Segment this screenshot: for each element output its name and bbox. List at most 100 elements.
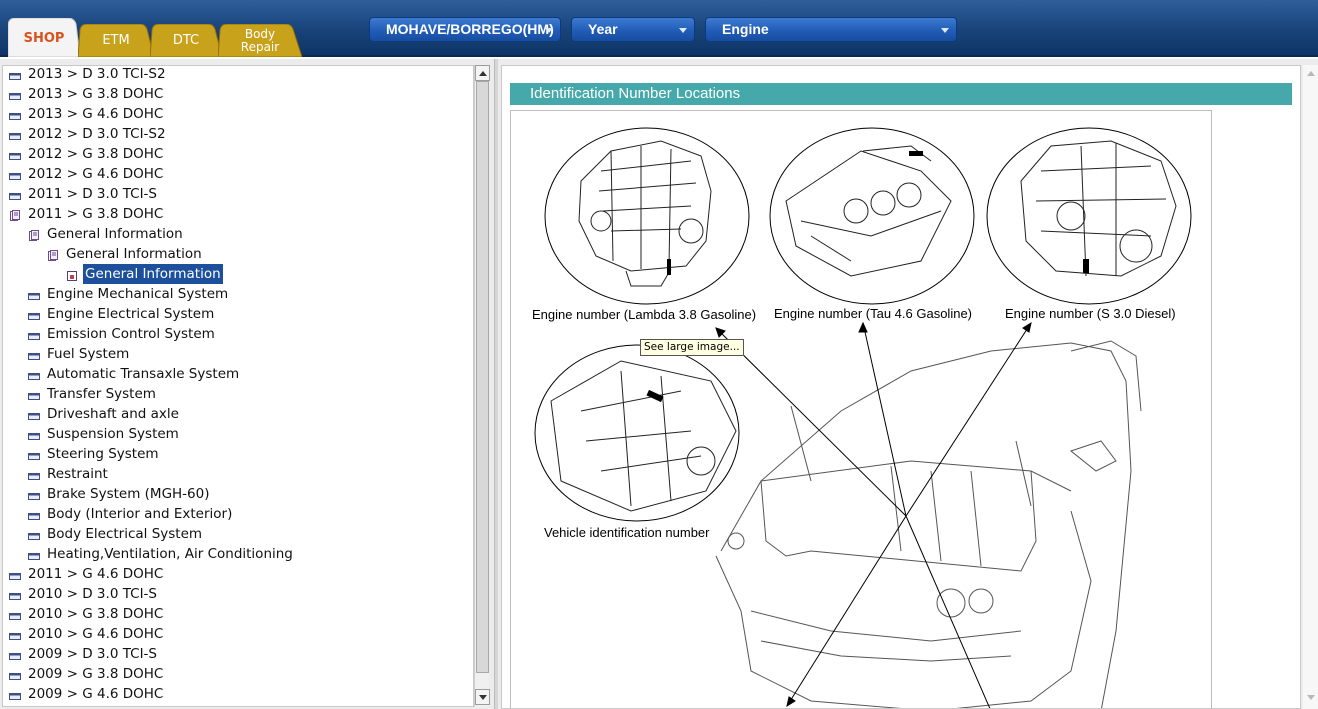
- book-closed-icon: [28, 488, 40, 500]
- book-closed-icon: [9, 168, 21, 180]
- book-closed-icon: [28, 408, 40, 420]
- tree-item-label: General Information: [47, 226, 183, 242]
- book-closed-icon: [28, 448, 40, 460]
- top-toolbar: SHOP ETM DTC Body Repair MOHAVE/BORREGO(…: [0, 0, 1318, 57]
- document-view: Identification Number Locations: [501, 65, 1301, 709]
- book-closed-icon: [9, 108, 21, 120]
- tree-item-label: Engine Mechanical System: [47, 286, 229, 302]
- tab-etm[interactable]: ETM: [78, 24, 154, 57]
- chevron-down-icon: [545, 28, 553, 33]
- tab-body-repair-label: Body Repair: [240, 27, 280, 54]
- book-closed-icon: [9, 188, 21, 200]
- book-closed-icon: [28, 368, 40, 380]
- book-closed-icon: [9, 608, 21, 620]
- tree-item-label: 2013 > G 3.8 DOHC: [28, 86, 164, 102]
- tree-item-label: 2011 > D 3.0 TCI-S: [28, 186, 158, 202]
- tree-item-label: Brake System (MGH-60): [47, 486, 210, 502]
- tree-item-label: 2012 > G 3.8 DOHC: [28, 146, 164, 162]
- arrow-up-icon[interactable]: [1307, 71, 1315, 76]
- tree-item-label: Emission Control System: [47, 326, 215, 342]
- book-closed-icon: [9, 148, 21, 160]
- tab-shop-label: SHOP: [23, 31, 65, 46]
- tree-item-label: Body Electrical System: [47, 526, 203, 542]
- year-select[interactable]: Year: [571, 17, 695, 42]
- page-icon: [66, 268, 78, 281]
- year-select-value: Year: [588, 21, 618, 37]
- engine-select[interactable]: Engine: [705, 17, 957, 42]
- book-closed-icon: [28, 548, 40, 560]
- caption-diesel-engine: Engine number (S 3.0 Diesel): [1005, 306, 1176, 321]
- book-closed-icon: [9, 648, 21, 660]
- book-closed-icon: [28, 508, 40, 520]
- manual-tree: 2013 > D 3.0 TCI-S2 2013 > G 3.8 DOHC 2013…: [2, 65, 474, 707]
- tree-item-label: Body (Interior and Exterior): [47, 506, 233, 522]
- tree-item-label: Suspension System: [47, 426, 179, 442]
- arrow-up-icon: [479, 71, 487, 76]
- tree-item-label: 2013 > G 4.6 DOHC: [28, 106, 164, 122]
- book-open-icon: [28, 228, 40, 241]
- model-select[interactable]: MOHAVE/BORREGO(HM): [369, 17, 561, 42]
- book-closed-icon: [28, 468, 40, 480]
- tree-item-label: 2009 > D 3.0 TCI-S: [28, 646, 158, 662]
- book-closed-icon: [9, 688, 21, 700]
- tree-item-label: 2011 > G 4.6 DOHC: [28, 566, 164, 582]
- caption-vin: Vehicle identification number: [544, 525, 710, 540]
- tree-item-label: 2012 > G 4.6 DOHC: [28, 166, 164, 182]
- book-closed-icon: [9, 68, 21, 80]
- book-closed-icon: [28, 348, 40, 360]
- document-scrollbar[interactable]: [1303, 65, 1318, 709]
- tab-body-repair[interactable]: Body Repair: [218, 24, 302, 57]
- tree-item-label: Transfer System: [47, 386, 156, 402]
- document-title: Identification Number Locations: [510, 83, 1292, 105]
- book-closed-icon: [9, 88, 21, 100]
- identification-figure[interactable]: Engine number (Lambda 3.8 Gasoline) Engi…: [510, 110, 1212, 708]
- book-closed-icon: [9, 568, 21, 580]
- book-open-icon: [47, 248, 59, 261]
- arrow-down-icon: [479, 695, 487, 700]
- tree-item-label: Engine Electrical System: [47, 306, 215, 322]
- book-closed-icon: [28, 328, 40, 340]
- large-image-tooltip: See large image...: [640, 339, 744, 356]
- book-closed-icon: [28, 288, 40, 300]
- tree-item-label: Automatic Transaxle System: [47, 366, 240, 382]
- vehicle-diagram: [534, 127, 1192, 708]
- caption-lambda-engine: Engine number (Lambda 3.8 Gasoline): [532, 307, 757, 322]
- book-open-icon: [9, 208, 21, 221]
- book-closed-icon: [9, 588, 21, 600]
- tree-item-label: 2010 > G 4.6 DOHC: [28, 626, 164, 642]
- tab-etm-label: ETM: [102, 33, 130, 48]
- tree-item-label: 2010 > D 3.0 TCI-S: [28, 586, 158, 602]
- panel-splitter[interactable]: [494, 59, 498, 709]
- book-closed-icon: [28, 308, 40, 320]
- book-closed-icon: [9, 668, 21, 680]
- caption-tau-engine: Engine number (Tau 4.6 Gasoline): [774, 306, 973, 321]
- tab-dtc[interactable]: DTC: [150, 24, 222, 57]
- tab-shop[interactable]: SHOP: [8, 18, 80, 57]
- scroll-down-button[interactable]: [475, 689, 490, 705]
- book-closed-icon: [9, 128, 21, 140]
- book-closed-icon: [9, 628, 21, 640]
- tree-item-label: 2012 > D 3.0 TCI-S2: [28, 126, 166, 142]
- book-closed-icon: [28, 528, 40, 540]
- tab-dtc-label: DTC: [172, 33, 200, 48]
- book-closed-icon: [28, 428, 40, 440]
- chevron-down-icon: [941, 28, 949, 33]
- model-select-value: MOHAVE/BORREGO(HM): [386, 21, 554, 37]
- tree-item-label: General Information: [66, 246, 202, 262]
- tree-item-label: Steering System: [47, 446, 159, 462]
- tree-item-selected[interactable]: General Information: [66, 264, 473, 284]
- tree-item-label: 2011 > G 3.8 DOHC: [28, 206, 164, 222]
- arrow-down-icon[interactable]: [1307, 695, 1315, 700]
- scroll-thumb[interactable]: [476, 81, 489, 673]
- engine-select-value: Engine: [722, 21, 769, 37]
- tree-item-label: Heating,Ventilation, Air Conditioning: [47, 546, 293, 562]
- tree-item-label: 2009 > G 4.6 DOHC: [28, 686, 164, 702]
- tree-item-label: 2013 > D 3.0 TCI-S2: [28, 66, 166, 82]
- tree-scrollbar[interactable]: [474, 65, 490, 707]
- tree-item-label: Fuel System: [47, 346, 130, 362]
- tree-item-label: General Information: [83, 264, 223, 284]
- tree-item-label: Restraint: [47, 466, 108, 482]
- document-panel: Identification Number Locations: [498, 59, 1318, 709]
- scroll-up-button[interactable]: [475, 65, 490, 81]
